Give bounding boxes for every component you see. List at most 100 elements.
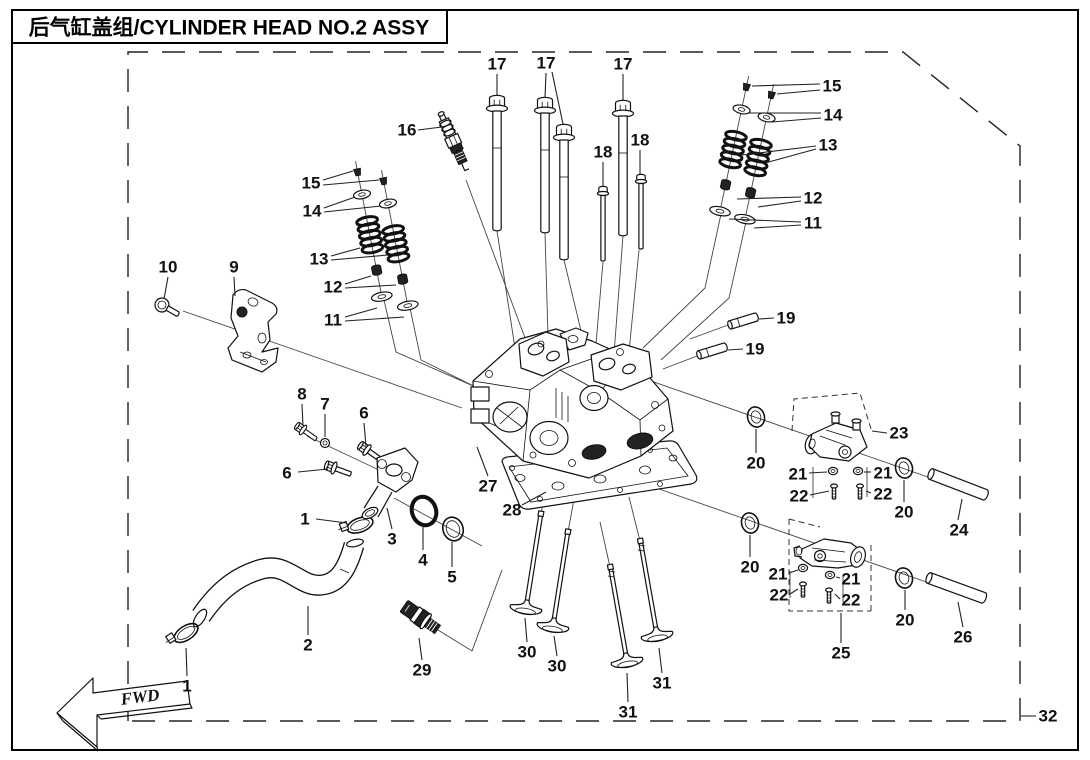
part-water-neck-3 [361, 447, 419, 520]
part-adjuster-screw-22 [798, 581, 808, 598]
callout-leader-11 [344, 316, 405, 322]
callout-leader-30 [524, 617, 528, 643]
part-oring-20 [892, 455, 916, 481]
callout-21: 21 [842, 570, 861, 589]
callout-32: 32 [1039, 707, 1058, 726]
callout-leader-1 [315, 518, 348, 524]
callout-22: 22 [790, 487, 809, 506]
callout-5: 5 [447, 568, 456, 587]
callout-leader-15 [751, 83, 821, 87]
callout-15: 15 [302, 174, 321, 193]
part-cylinder-head-27 [470, 327, 674, 479]
callout-leader-12 [344, 275, 372, 285]
part-adjuster-nut-21 [797, 563, 809, 573]
callout-leader-15 [322, 179, 380, 186]
callout-6: 6 [282, 464, 291, 483]
part-head-bolt-17 [611, 99, 635, 237]
page-title: 后气缸盖组/CYLINDER HEAD NO.2 ASSY [29, 16, 430, 40]
callout-17: 17 [614, 55, 633, 74]
callout-leader-22 [834, 593, 841, 600]
part-nut-7 [319, 437, 331, 449]
part-head-bolt-17 [552, 123, 576, 261]
callout-leader-17 [544, 72, 547, 99]
callout-leader-15 [776, 89, 821, 95]
callout-22: 22 [874, 485, 893, 504]
callout-14: 14 [824, 106, 843, 125]
callout-9: 9 [229, 258, 238, 277]
callout-12: 12 [324, 278, 343, 297]
part-stud-18 [634, 173, 648, 250]
callout-13: 13 [819, 136, 838, 155]
part-hose-clamp-1 [162, 618, 202, 652]
callout-10: 10 [159, 258, 178, 277]
part-adjuster-screw-22 [824, 587, 834, 604]
callout-17: 17 [488, 55, 507, 74]
callout-27: 27 [479, 477, 498, 496]
title-block: 后气缸盖组/CYLINDER HEAD NO.2 ASSY [11, 9, 448, 44]
part-head-bolt-17 [533, 96, 557, 234]
callout-leader-19 [727, 348, 744, 351]
part-rocker-shaft-24 [926, 467, 991, 502]
callout-leader-21 [788, 569, 799, 574]
callout-1: 1 [300, 510, 309, 529]
callout-11: 11 [804, 214, 822, 233]
callout-12: 12 [804, 189, 823, 208]
callout-leader-21 [808, 471, 828, 474]
callout-leader-16 [417, 126, 443, 131]
callout-leader-23 [871, 430, 888, 434]
callout-leader-13 [330, 254, 389, 261]
callout-3: 3 [387, 530, 396, 549]
callout-leader-30 [553, 635, 558, 657]
callout-21: 21 [874, 464, 893, 483]
callout-11: 11 [324, 311, 342, 330]
callout-30: 30 [518, 643, 537, 662]
callout-leader-6 [297, 468, 329, 473]
callout-20: 20 [741, 558, 760, 577]
callout-leader-15 [322, 170, 354, 181]
callout-leader-31 [626, 672, 629, 703]
callout-19: 19 [777, 309, 796, 328]
callout-leader-10 [163, 276, 169, 300]
part-adjuster-nut-21 [852, 466, 864, 476]
fwd-arrow: FWD [56, 677, 193, 752]
part-oring-20 [892, 565, 916, 591]
callout-leader-12 [757, 200, 802, 208]
part-stud-18 [596, 185, 610, 262]
callout-leader-11 [753, 224, 802, 229]
callout-20: 20 [896, 611, 915, 630]
callout-leader-28 [521, 491, 547, 506]
callout-leader-14 [323, 196, 356, 209]
callout-18: 18 [631, 131, 650, 150]
callout-1: 1 [182, 677, 191, 696]
callout-leader-19 [758, 317, 775, 320]
callout-leader-13 [330, 247, 361, 257]
part-rocker-arm-assy-25 [788, 518, 872, 612]
callout-leader-6 [363, 422, 367, 447]
part-valve-30 [535, 526, 585, 636]
valve-spring-set-right [707, 72, 786, 228]
callout-24: 24 [950, 521, 969, 540]
part-bolt-8 [292, 419, 321, 445]
callout-leader-26 [957, 601, 964, 628]
callout-leader-13 [741, 145, 817, 156]
part-oring-5 [441, 516, 465, 542]
part-rocker-arm-assy-23 [791, 392, 872, 462]
callout-8: 8 [297, 385, 306, 404]
callout-leader-9 [233, 276, 236, 297]
part-oring-4 [409, 494, 439, 528]
callout-leader-22 [865, 490, 872, 494]
part-valve-30 [508, 508, 558, 618]
callout-21: 21 [789, 465, 808, 484]
sheet-border [11, 9, 1079, 751]
part-dowel-pin-19 [726, 311, 760, 331]
callout-leader-22 [789, 588, 799, 595]
callout-leader-27 [476, 446, 489, 477]
callout-22: 22 [842, 591, 861, 610]
part-spark-plug-16 [437, 111, 470, 172]
part-rocker-shaft-26 [924, 571, 989, 605]
part-bracket-9 [227, 288, 279, 373]
part-dowel-pin-19 [695, 341, 729, 361]
callout-leader-17 [551, 71, 564, 125]
callout-15: 15 [823, 77, 842, 96]
callout-leader-12 [344, 284, 397, 289]
